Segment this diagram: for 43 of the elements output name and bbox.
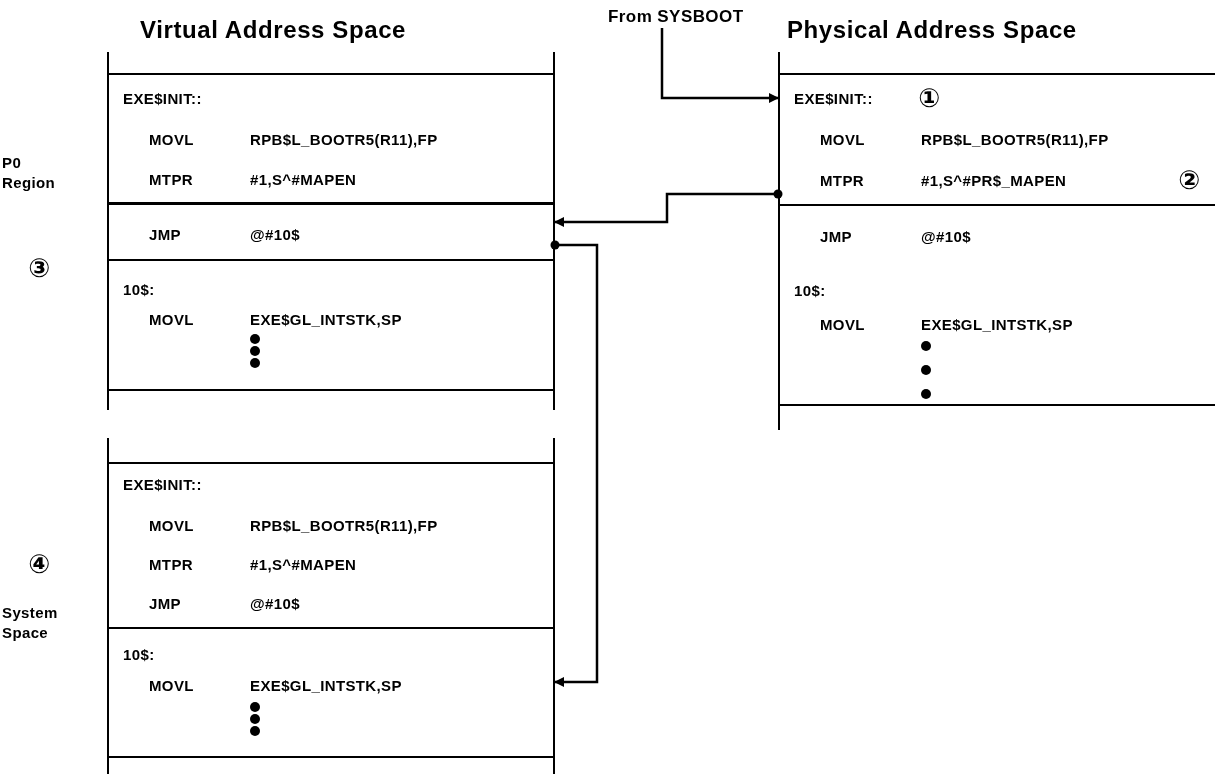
region-label: P0 Region (2, 153, 57, 193)
instruction-mnemonic: MOVL (149, 310, 194, 330)
instruction-operand: EXE$GL_INTSTK,SP (921, 315, 1073, 335)
instruction-mnemonic: MTPR (149, 170, 193, 190)
instruction-mnemonic: MTPR (149, 555, 193, 575)
callout-number: ④ (28, 548, 51, 581)
instruction-mnemonic: MTPR (820, 171, 864, 191)
instruction-operand: EXE$GL_INTSTK,SP (250, 310, 402, 330)
instruction-operand: EXE$GL_INTSTK,SP (250, 676, 402, 696)
instruction-operand: #1,S^#MAPEN (250, 555, 357, 575)
instruction-mnemonic: MOVL (820, 315, 865, 335)
arrow (660, 28, 779, 103)
instruction-mnemonic: JMP (820, 227, 852, 247)
code-label: 10$: (123, 645, 155, 665)
arrow (550, 240, 599, 687)
callout-number: ① (918, 84, 940, 112)
instruction-mnemonic: JMP (149, 594, 181, 614)
instruction-mnemonic: JMP (149, 225, 181, 245)
code-label: EXE$INIT:: (794, 89, 873, 109)
instruction-operand: RPB$L_BOOTR5(R11),FP (921, 130, 1109, 150)
code-label: 10$: (123, 280, 155, 300)
instruction-operand: @#10$ (250, 225, 300, 245)
code-label: EXE$INIT:: (123, 475, 202, 495)
callout-number: ② (1178, 166, 1200, 194)
arrow (554, 189, 783, 227)
source-label: From SYSBOOT (608, 4, 744, 30)
instruction-mnemonic: MOVL (820, 130, 865, 150)
instruction-mnemonic: MOVL (149, 516, 194, 536)
instruction-operand: #1,S^#MAPEN (250, 170, 357, 190)
code-label: EXE$INIT:: (123, 89, 202, 109)
column-heading: Virtual Address Space (140, 15, 407, 45)
instruction-operand: @#10$ (921, 227, 971, 247)
callout-number: ③ (28, 252, 51, 285)
region-label: System Space (2, 603, 59, 643)
column-heading: Physical Address Space (787, 15, 1077, 45)
code-label: 10$: (794, 281, 826, 301)
instruction-mnemonic: MOVL (149, 130, 194, 150)
instruction-operand: RPB$L_BOOTR5(R11),FP (250, 130, 438, 150)
instruction-mnemonic: MOVL (149, 676, 194, 696)
instruction-operand: RPB$L_BOOTR5(R11),FP (250, 516, 438, 536)
instruction-operand: #1,S^#PR$_MAPEN (921, 171, 1067, 191)
instruction-operand: @#10$ (250, 594, 300, 614)
memory-block (107, 73, 555, 204)
